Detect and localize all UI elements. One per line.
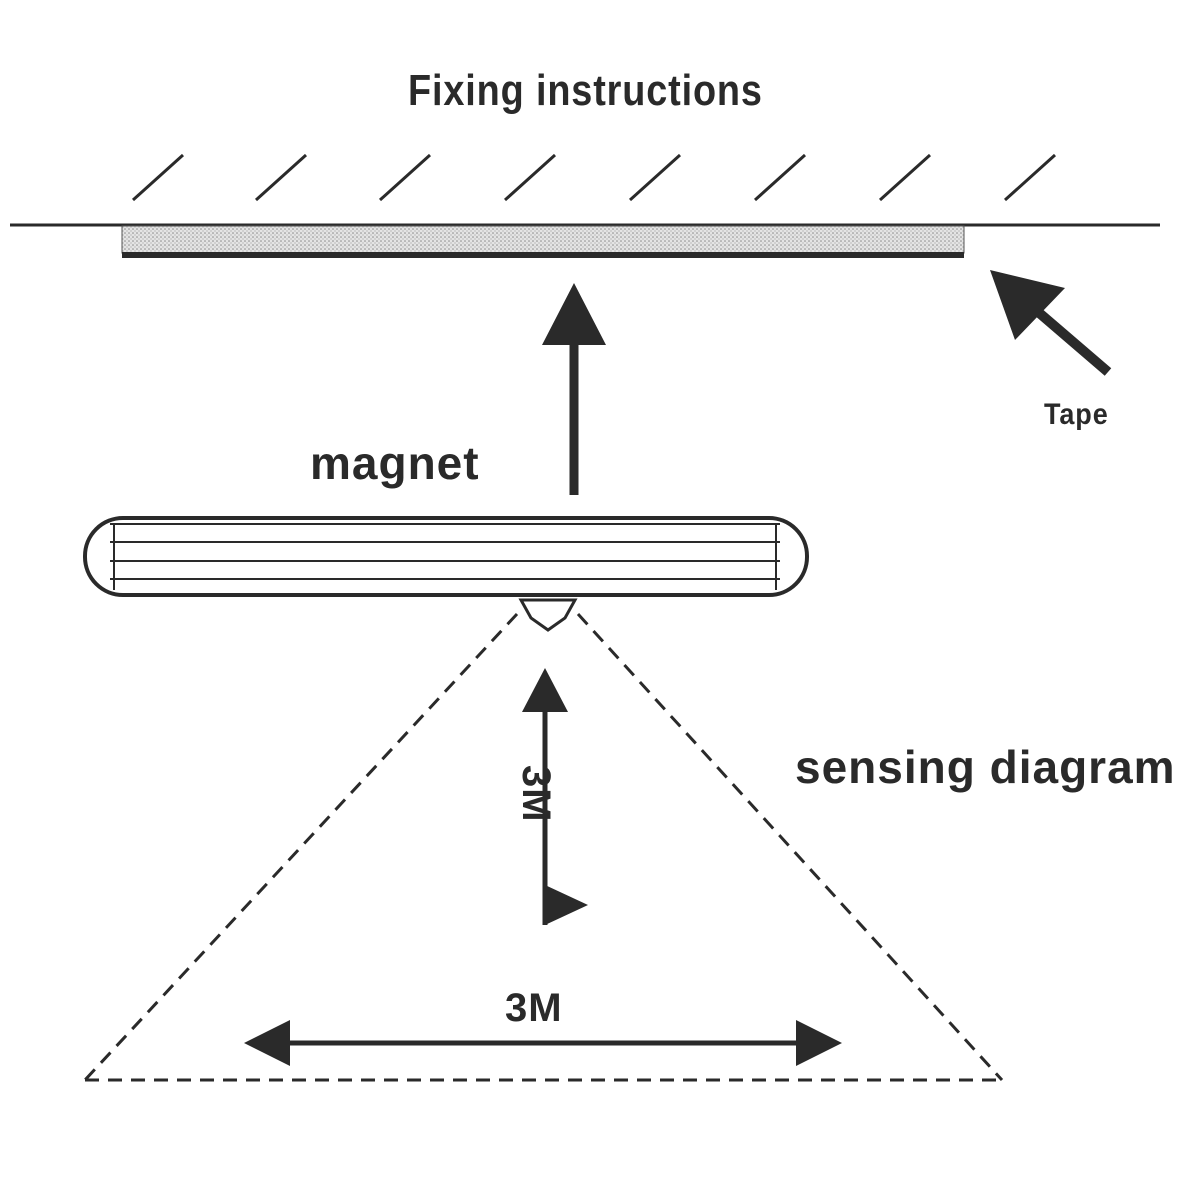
light-bar-device <box>83 516 809 597</box>
magnet-label: magnet <box>310 437 480 489</box>
page-title: Fixing instructions <box>408 66 763 115</box>
sensing-cone <box>83 612 1004 1082</box>
vertical-range-arrow <box>522 668 588 925</box>
tape-strip <box>121 225 965 254</box>
sensing-diagram-label: sensing diagram <box>795 741 1176 793</box>
horizontal-range-label: 3M <box>505 986 563 1030</box>
mount-up-arrow <box>542 283 606 495</box>
motion-sensor <box>518 598 578 632</box>
ceiling-hatching <box>131 153 1057 202</box>
vertical-range-label: 3M <box>514 765 558 823</box>
tape-label: Tape <box>1044 398 1109 431</box>
horizontal-range-arrow <box>244 1020 842 1066</box>
tape-pointer-arrow <box>990 270 1112 376</box>
